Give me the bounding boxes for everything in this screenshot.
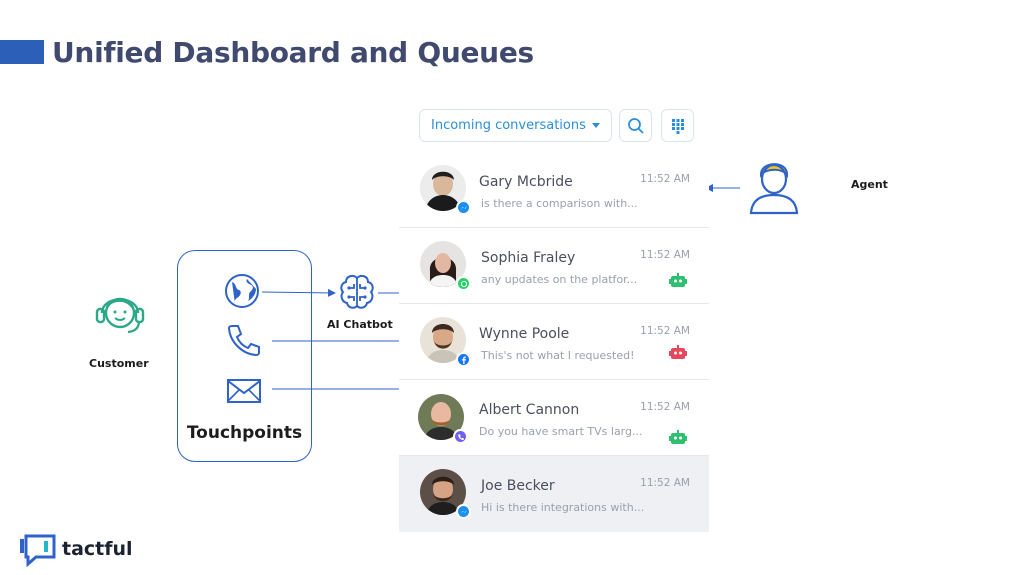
dropdown-selected-value: Incoming conversations — [431, 118, 586, 133]
globe-icon — [225, 274, 259, 308]
contact-name: Albert Cannon — [479, 402, 580, 418]
customer-headset-icon — [95, 297, 145, 334]
brain-icon — [340, 274, 374, 309]
message-preview: Hi is there integrations with... — [481, 501, 645, 514]
message-time: 11:52 AM — [640, 173, 690, 185]
message-preview: Do you have smart TVs larg... — [479, 425, 643, 438]
conversation-row[interactable]: Gary Mcbride is there a comparison with.… — [399, 152, 709, 228]
bot-green-icon — [669, 273, 687, 287]
message-time: 11:52 AM — [640, 401, 690, 413]
customer-label: Customer — [89, 357, 149, 370]
conversation-row[interactable]: Sophia Fraley any updates on the platfor… — [399, 228, 709, 304]
contact-name: Gary Mcbride — [479, 174, 573, 190]
viber-icon — [453, 429, 468, 444]
conversation-row-selected[interactable]: Joe Becker Hi is there integrations with… — [399, 456, 709, 532]
title-accent-bar — [0, 40, 44, 64]
page-title: Unified Dashboard and Queues — [52, 36, 534, 69]
touchpoints-label: Touchpoints — [186, 423, 303, 443]
message-time: 11:52 AM — [640, 249, 690, 261]
search-button[interactable] — [619, 109, 652, 142]
conversation-list: Gary Mcbride is there a comparison with.… — [399, 152, 709, 532]
message-preview: This's not what I requested! — [481, 349, 635, 362]
avatar — [420, 469, 466, 515]
message-time: 11:52 AM — [640, 477, 690, 489]
search-icon — [627, 117, 644, 134]
avatar — [420, 241, 466, 287]
bot-green-icon — [669, 430, 687, 444]
tactful-logo-icon — [20, 534, 56, 567]
conversation-row[interactable]: Wynne Poole This's not what I requested!… — [399, 304, 709, 380]
agent-label: Agent — [851, 178, 888, 191]
contact-name: Joe Becker — [481, 478, 555, 494]
chevron-down-icon — [592, 123, 600, 128]
messenger-icon — [456, 504, 471, 519]
agent-icon — [749, 163, 799, 215]
message-preview: is there a comparison with... — [481, 197, 638, 210]
whatsapp-icon — [456, 276, 471, 291]
phone-icon — [227, 325, 260, 357]
messenger-icon — [456, 200, 471, 215]
conversation-filter-dropdown[interactable]: Incoming conversations — [419, 109, 612, 142]
mail-icon — [227, 379, 261, 403]
arrow-web-to-chatbot — [261, 288, 336, 297]
dialpad-button[interactable] — [661, 109, 694, 142]
facebook-icon — [456, 352, 471, 367]
message-time: 11:52 AM — [640, 325, 690, 337]
chatbot-label: AI Chatbot — [327, 318, 393, 331]
conversation-row[interactable]: Albert Cannon Do you have smart TVs larg… — [399, 380, 709, 456]
avatar — [420, 165, 466, 211]
touchpoints-box: Touchpoints — [177, 250, 312, 462]
bot-red-icon — [669, 345, 687, 359]
dialpad-icon — [671, 118, 684, 134]
contact-name: Sophia Fraley — [481, 250, 576, 266]
contact-name: Wynne Poole — [479, 326, 570, 342]
message-preview: any updates on the platfor... — [481, 273, 638, 286]
brand-name: tactful — [62, 538, 133, 560]
